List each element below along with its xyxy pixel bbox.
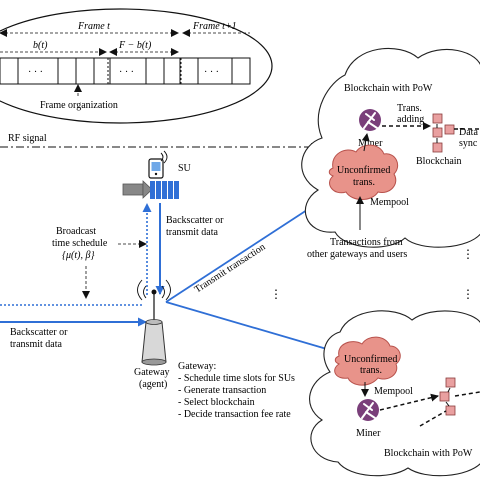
gateway-task-list: - Schedule time slots for SUs- Generate … (178, 373, 295, 420)
cloud-top-data-sync-2: sync (459, 138, 478, 149)
frame-organization: Frame t Frame t+1 b(t) F − b(t) · · · · … (0, 8, 273, 124)
backscatter-top-line1: Backscatter or (166, 215, 224, 226)
cloud-top-data-sync-1: Data (459, 127, 478, 138)
su-label: SU (178, 163, 192, 174)
gateway-label-line1: Gateway (134, 367, 170, 378)
cloud-bottom-mempool: Mempool (374, 386, 413, 397)
frame-ellipse (0, 8, 273, 124)
cloud-top-unconfirmed-2: trans. (353, 177, 375, 188)
cloud-top-trans-adding-1: Trans. (397, 103, 422, 114)
frame-t1-label: Frame t+1 (192, 21, 237, 32)
transmit-transaction-label: Transmit transaction (193, 242, 268, 296)
broadcast-line1: Broadcast (56, 226, 96, 237)
cloud-top-mempool: Mempool (370, 197, 409, 208)
slot-dots-2: · · · (119, 67, 134, 78)
backscatter-left-line2: transmit data (10, 339, 62, 350)
transmit-arrow-bottom (165, 301, 338, 355)
backscatter-top-line2: transmit data (166, 227, 218, 238)
broadcast-line3: {μ(t), β} (62, 250, 94, 261)
dots-middle: ⋮ (270, 287, 282, 301)
cloud-top-title: Blockchain with PoW (344, 83, 433, 94)
gateway-icon (137, 279, 171, 366)
cloud-top-unconfirmed-1: Unconfirmed (337, 165, 390, 176)
dots-right: ⋮ (462, 247, 474, 261)
transactions-from-line1: Transactions from (330, 237, 403, 248)
mempool-cloud-bottom (334, 336, 401, 386)
gateway-task-item: - Decide transaction fee rate (178, 409, 291, 420)
cloud-bottom-miner: Miner (356, 428, 381, 439)
gateway-task-item: - Select blockchain (178, 397, 255, 408)
dots-right-2: ⋮ (462, 287, 474, 301)
slot-dots-3: · · · (204, 67, 219, 78)
cloud-bottom-unconfirmed-2: trans. (360, 365, 382, 376)
frame-t-label: Frame t (77, 21, 110, 32)
transactions-from-line2: other gateways and users (307, 249, 407, 260)
frame-organization-caption: Frame organization (40, 100, 118, 111)
cloud-top (301, 47, 480, 248)
cloud-bottom-unconfirmed-1: Unconfirmed (344, 354, 397, 365)
f-minus-b-label: F − b(t) (118, 40, 152, 51)
rf-signal-label: RF signal (8, 133, 47, 144)
miner-icon-top (359, 109, 381, 131)
slot-dots-1: · · · (28, 67, 43, 78)
broadcast-line2: time schedule (52, 238, 108, 249)
su-queue-icon (122, 180, 179, 199)
miner-icon-bottom (357, 399, 379, 421)
gateway-task-item: - Schedule time slots for SUs (178, 373, 295, 384)
cloud-top-trans-adding-2: adding (397, 114, 424, 125)
cloud-bottom-title: Blockchain with PoW (384, 448, 473, 459)
b-t-label: b(t) (33, 40, 48, 51)
blockchain-blocks-bottom (439, 377, 456, 416)
cloud-top-blockchain: Blockchain (416, 156, 462, 167)
gateway-tasks-title: Gateway: (178, 361, 216, 372)
su-device-icon (148, 150, 168, 179)
gateway-label-line2: (agent) (139, 379, 167, 390)
cloud-top-miner: Miner (358, 138, 383, 149)
mempool-cloud-top (328, 144, 399, 200)
slot-strip (0, 57, 251, 85)
blockchain-blocks-top (432, 113, 455, 153)
transmit-arrow-top (165, 194, 331, 303)
gateway-task-item: - Generate transaction (178, 385, 266, 396)
backscatter-left-line1: Backscatter or (10, 327, 68, 338)
